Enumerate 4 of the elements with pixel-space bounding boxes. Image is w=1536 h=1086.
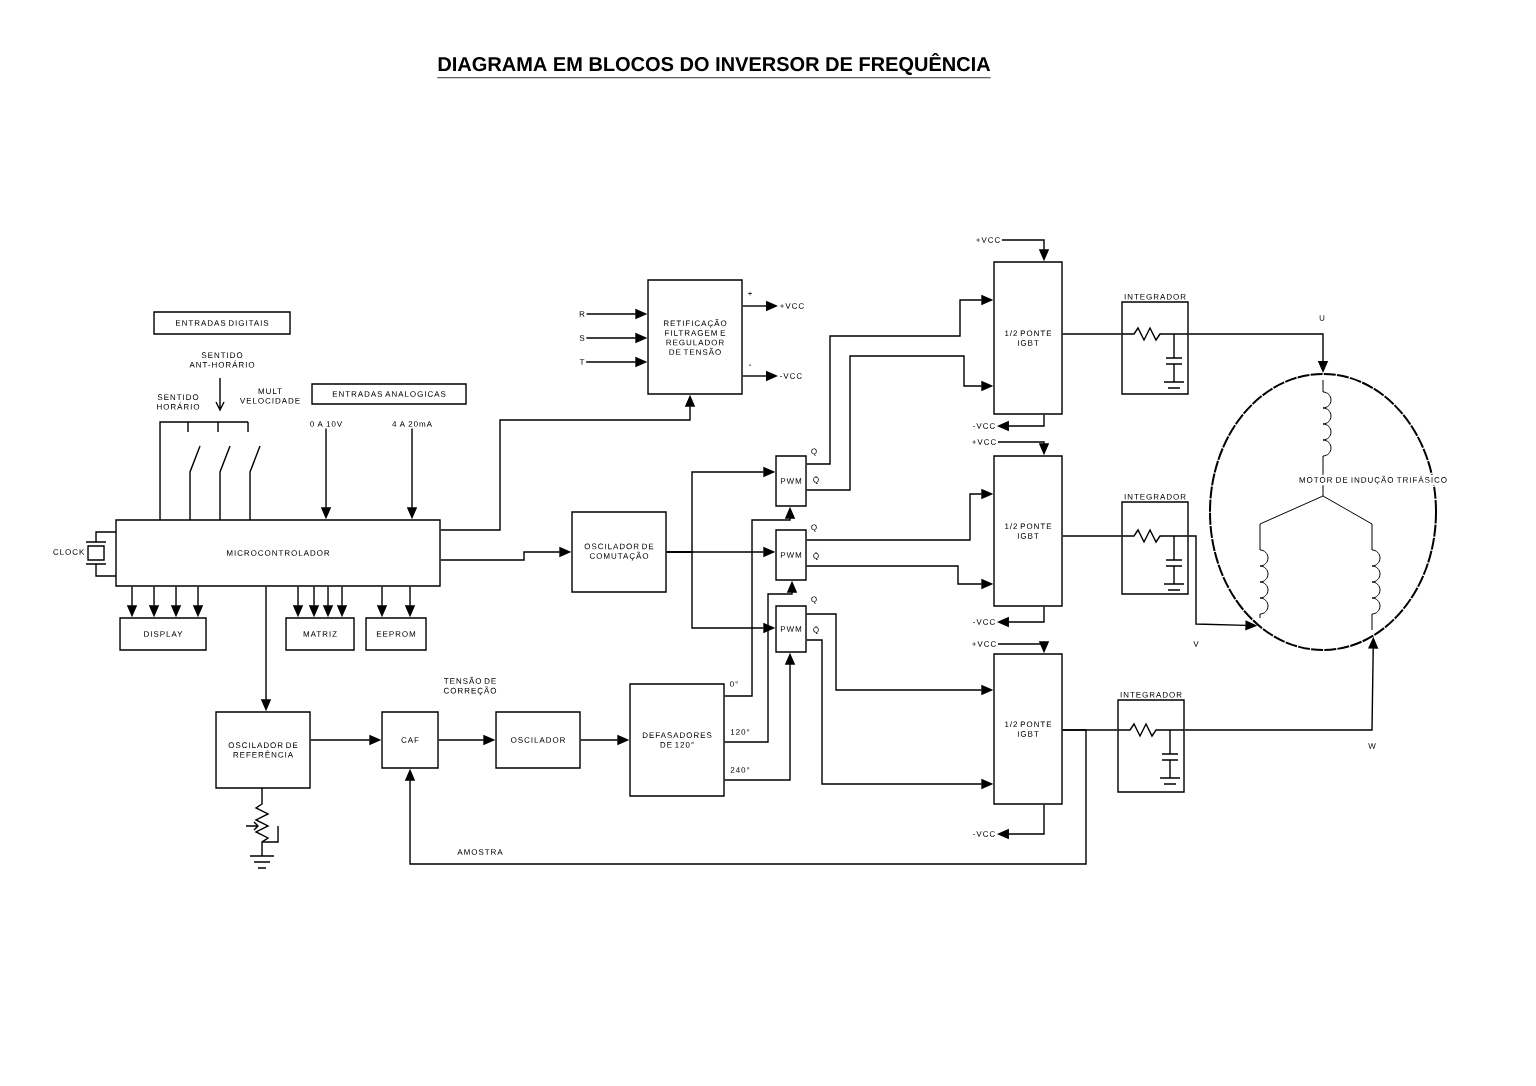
- connector-line: [1062, 535, 1122, 537]
- connector-line: [1062, 333, 1122, 335]
- arrow: [404, 729, 1087, 865]
- title: DIAGRAMA EM BLOCOS DO INVERSOR DE FREQUÊNCIA: [436, 53, 992, 79]
